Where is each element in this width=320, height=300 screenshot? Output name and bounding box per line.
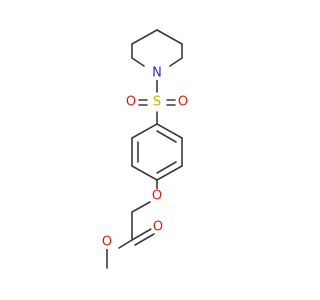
atom-s-label: S (150, 95, 164, 110)
svg-text:O: O (178, 95, 188, 110)
carbonyl-double-bond (131, 228, 155, 246)
ester-oxygen-bond (118, 239, 133, 249)
svg-text:S: S (153, 95, 161, 110)
svg-text:O: O (152, 189, 162, 204)
atom-o-sulfonyl-right-label: O (176, 95, 190, 110)
atom-n-label: N (150, 66, 164, 81)
atom-o-ether-label: O (150, 189, 164, 204)
atom-o-carbonyl-label: O (151, 220, 165, 235)
atom-o-ester-label: O (100, 235, 114, 250)
svg-text:O: O (126, 95, 136, 110)
benzene-ring (131, 123, 183, 181)
svg-text:O: O (102, 235, 112, 250)
piperidine-ring (131, 29, 183, 67)
svg-text:N: N (152, 66, 162, 81)
molecule-structure: N S O O O O O (100, 29, 190, 269)
atom-o-sulfonyl-left-label: O (124, 95, 138, 110)
svg-text:O: O (153, 220, 163, 235)
oxygen-ch2-bond (131, 201, 151, 213)
sulfonyl-bonds (138, 99, 176, 106)
